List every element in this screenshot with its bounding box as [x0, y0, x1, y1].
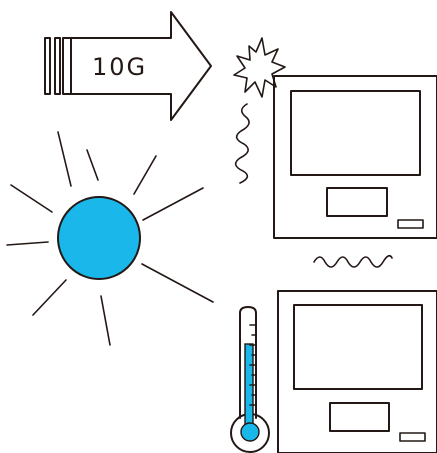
impact-burst-icon: [234, 38, 285, 97]
device-slot: [398, 220, 423, 228]
vibration-wave-icon: [236, 104, 249, 183]
device-screen: [291, 91, 420, 175]
sun-ray: [33, 280, 66, 315]
vibration-wave-icon: [314, 256, 392, 267]
device-body: [278, 291, 437, 453]
sun-ray: [87, 150, 98, 180]
sun-ray: [58, 132, 71, 186]
acceleration-arrow-icon: 10G: [45, 12, 211, 120]
sun-disc: [58, 197, 140, 279]
sun-ray: [134, 156, 156, 194]
sun-icon: [7, 132, 213, 345]
arrow-label: 10G: [92, 53, 147, 81]
thermometer-bulb: [241, 423, 259, 441]
device-screen: [294, 305, 422, 389]
sun-ray: [142, 264, 213, 302]
device-panel: [330, 403, 389, 431]
device-slot: [400, 433, 425, 441]
sun-ray: [11, 185, 52, 212]
sun-ray: [101, 296, 110, 345]
device-panel: [327, 188, 387, 216]
sun-ray: [143, 188, 203, 220]
device-monitor-icon: [274, 76, 437, 238]
sun-ray: [7, 242, 48, 245]
device-body: [274, 76, 437, 238]
thermometer-icon: [231, 307, 269, 452]
device-monitor-icon: [278, 291, 437, 453]
thermometer-column: [245, 344, 253, 430]
